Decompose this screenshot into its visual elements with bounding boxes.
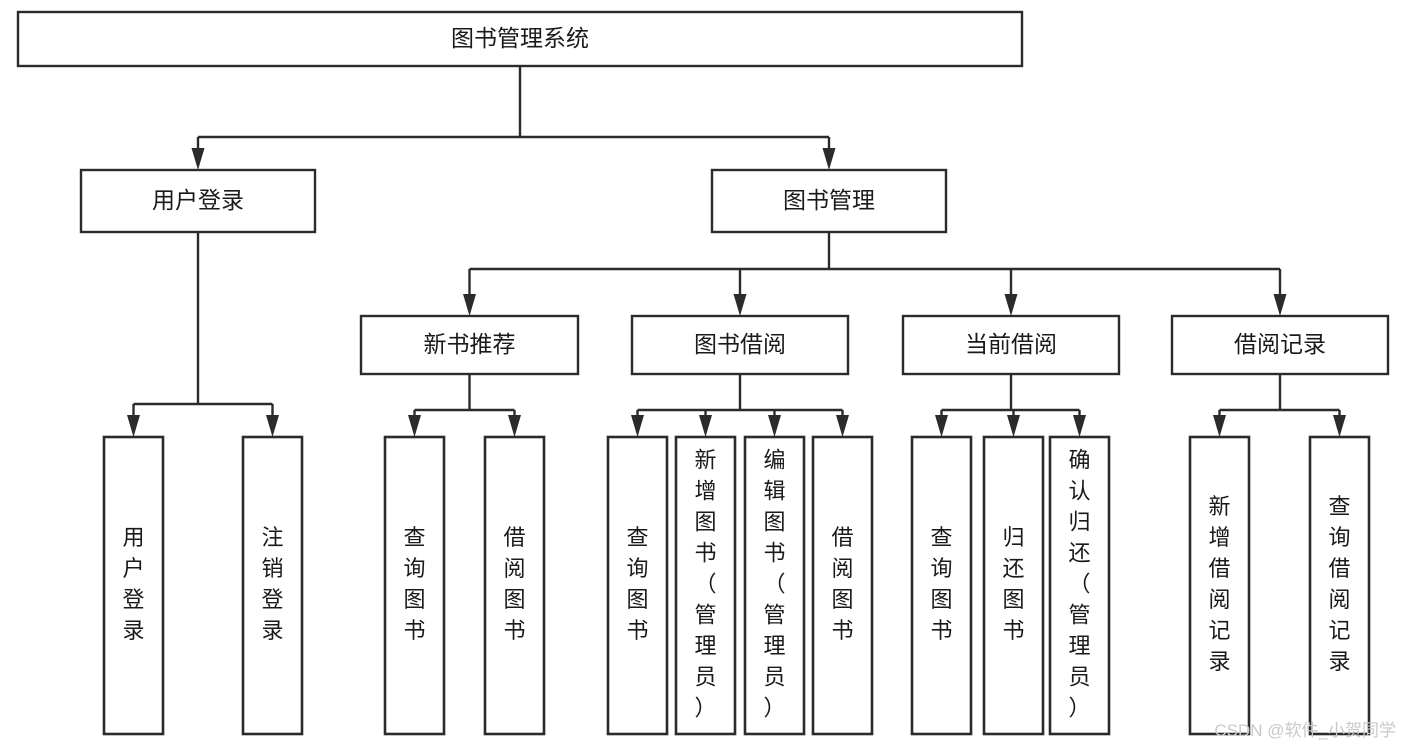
node-box[interactable] [982,435,1045,736]
connector-current-borrow [935,374,1086,437]
node-label: 确认归还（管理员） [1068,447,1090,720]
node-box[interactable] [16,10,1024,68]
connector-layer [127,66,1346,437]
node-leaf-edit-book[interactable]: 编辑图书（管理员） [743,435,806,736]
node-user-login[interactable]: 用户登录 [79,168,317,234]
node-box[interactable] [483,435,546,736]
node-label: 编辑图书（管理员） [763,447,785,720]
arrow-head-icon [733,294,747,316]
node-box[interactable] [743,435,806,736]
node-label: 新增借阅记录 [1208,494,1230,674]
node-box[interactable] [710,168,948,234]
arrow-head-icon [1273,294,1287,316]
node-leaf-confirm-return[interactable]: 确认归还（管理员） [1048,435,1111,736]
arrow-head-icon [935,415,948,437]
node-leaf-borrow-book-rec[interactable]: 借阅图书 [483,435,546,736]
node-box[interactable] [1170,314,1390,376]
node-leaf-add-book[interactable]: 新增图书（管理员） [674,435,737,736]
connector-root [191,66,836,170]
node-label: 图书管理系统 [451,25,589,51]
node-box[interactable] [102,435,165,736]
node-box[interactable] [1048,435,1111,736]
node-leaf-query-book-borrow[interactable]: 查询图书 [606,435,669,736]
arrow-head-icon [1073,415,1086,437]
arrow-head-icon [191,148,205,170]
connector-borrow-record [1213,374,1346,437]
node-box[interactable] [1308,435,1371,736]
node-label: 当前借阅 [965,331,1057,357]
node-label: 用户登录 [122,525,144,643]
node-box[interactable] [79,168,317,234]
node-leaf-return-book[interactable]: 归还图书 [982,435,1045,736]
connector-new-book-rec [408,374,521,437]
connector-book-manage [463,232,1287,316]
node-leaf-borrow-book[interactable]: 借阅图书 [811,435,874,736]
node-box[interactable] [811,435,874,736]
arrow-head-icon [699,415,712,437]
node-new-book-rec[interactable]: 新书推荐 [359,314,580,376]
arrow-head-icon [1333,415,1346,437]
arrow-head-icon [1007,415,1020,437]
node-book-manage[interactable]: 图书管理 [710,168,948,234]
node-label: 归还图书 [1002,525,1024,643]
arrow-head-icon [127,415,140,437]
node-label: 借阅图书 [831,525,853,643]
csdn-watermark: CSDN @软件_小贺同学 [1214,721,1396,740]
node-label: 借阅图书 [503,525,525,643]
node-label: 注销登录 [261,525,283,643]
arrow-head-icon [408,415,421,437]
node-box[interactable] [674,435,737,736]
arrow-head-icon [266,415,279,437]
node-label: 借阅记录 [1234,331,1326,357]
node-label: 图书借阅 [694,331,786,357]
node-box[interactable] [241,435,304,736]
arrow-head-icon [822,148,836,170]
node-layer: 图书管理系统用户登录图书管理新书推荐图书借阅当前借阅借阅记录用户登录注销登录查询… [16,10,1390,736]
node-box[interactable] [630,314,850,376]
node-leaf-query-book-current[interactable]: 查询图书 [910,435,973,736]
arrow-head-icon [463,294,476,316]
arrow-head-icon [836,415,849,437]
node-label: 新书推荐 [424,331,516,357]
node-leaf-add-record[interactable]: 新增借阅记录 [1188,435,1251,736]
node-borrow-record[interactable]: 借阅记录 [1170,314,1390,376]
node-box[interactable] [359,314,580,376]
node-box[interactable] [383,435,446,736]
arrow-head-icon [768,415,781,437]
arrow-head-icon [1004,294,1018,316]
node-current-borrow[interactable]: 当前借阅 [901,314,1121,376]
connector-book-borrow [631,374,849,437]
node-leaf-query-record[interactable]: 查询借阅记录 [1308,435,1371,736]
node-leaf-user-logout[interactable]: 注销登录 [241,435,304,736]
node-label: 查询图书 [626,525,648,643]
arrow-head-icon [508,415,521,437]
node-box[interactable] [1188,435,1251,736]
node-root[interactable]: 图书管理系统 [16,10,1024,68]
node-book-borrow[interactable]: 图书借阅 [630,314,850,376]
node-label: 查询图书 [403,525,425,643]
node-leaf-user-login[interactable]: 用户登录 [102,435,165,736]
arrow-head-icon [631,415,644,437]
node-label: 查询借阅记录 [1328,494,1350,674]
connector-user-login [127,232,279,437]
arrow-head-icon [1213,415,1226,437]
node-box[interactable] [606,435,669,736]
node-box[interactable] [901,314,1121,376]
node-leaf-query-book-rec[interactable]: 查询图书 [383,435,446,736]
node-label: 用户登录 [152,187,244,213]
node-box[interactable] [910,435,973,736]
node-label: 图书管理 [783,187,875,213]
node-label: 查询图书 [930,525,952,643]
node-label: 新增图书（管理员） [694,447,716,720]
